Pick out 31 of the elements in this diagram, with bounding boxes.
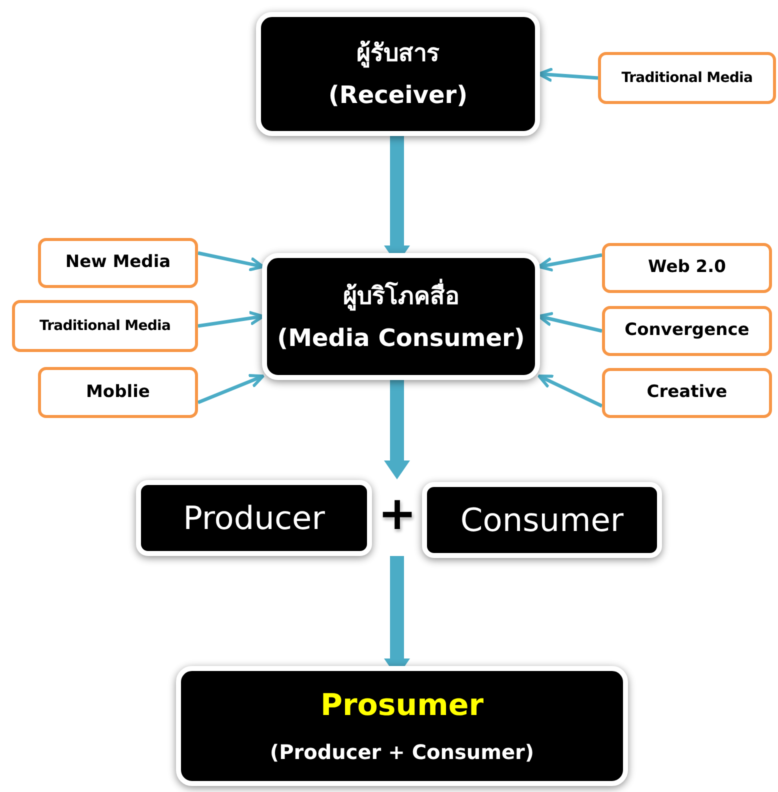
node-subtitle: (Producer + Consumer) [270,740,534,766]
node-title: ผู้บริโภคสื่อ [343,280,459,310]
factor-box [38,238,198,288]
node-title: Creative [646,381,728,404]
node-title: ผู้รับสาร [356,38,440,68]
factor-box [602,306,772,356]
node-title: Traditional Media [621,68,753,88]
node-title: Moblie [86,380,150,404]
arrow [538,374,603,408]
node-title: Consumer [460,504,624,536]
node-title: New Media [65,251,171,274]
arrow [538,312,602,333]
arrow [197,374,264,404]
factor-box [12,300,198,352]
factor-box [602,243,772,293]
factor-box [598,52,776,104]
plus-sign: + [378,490,416,536]
node-title: Producer [183,502,325,534]
arrow [198,251,264,272]
node-title: Web 2.0 [648,256,726,280]
arrow [538,253,602,272]
node-subtitle: (Receiver) [328,80,468,110]
node-title: Prosumer [320,686,484,724]
arrow [198,310,264,328]
factor-box [602,368,772,418]
node-title: Traditional Media [39,316,171,336]
factor-box [38,367,198,418]
block-arrow [384,380,410,480]
node-subtitle: (Media Consumer) [277,322,525,352]
arrow [538,67,598,82]
node-title: Convergence [624,319,750,342]
